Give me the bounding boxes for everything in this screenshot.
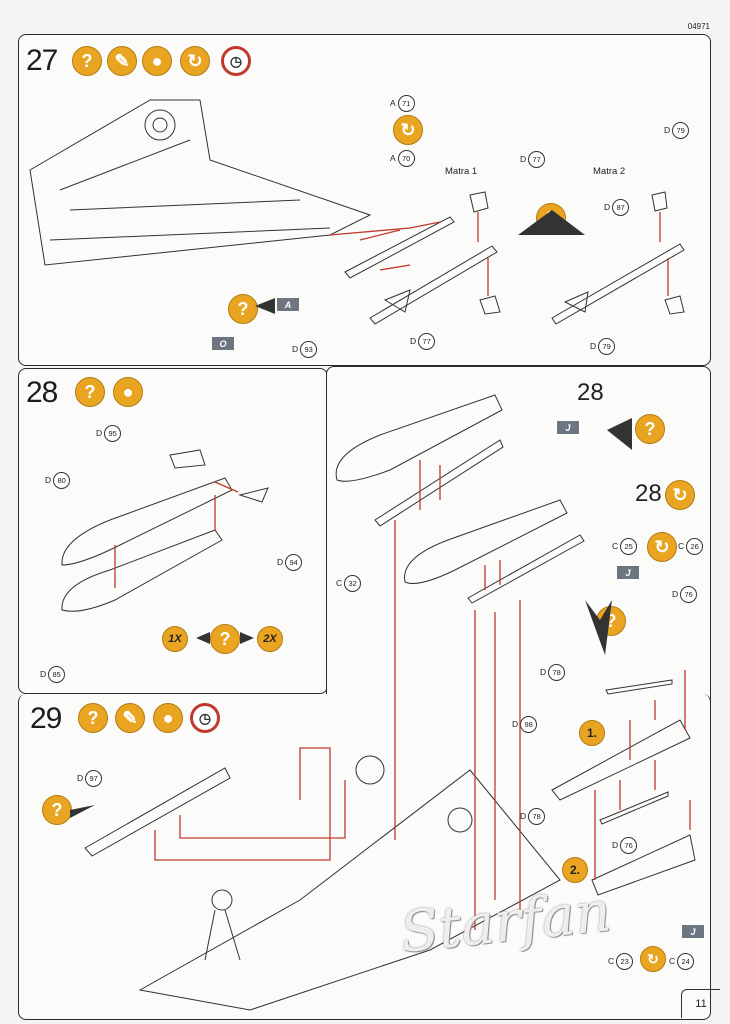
- step-27-number: 27: [26, 44, 58, 77]
- flag-o: O: [212, 337, 234, 350]
- question-icon: ?: [72, 46, 102, 76]
- sub-step-label-top: 28: [577, 379, 604, 406]
- sub-step-1-badge: 1.: [579, 720, 605, 746]
- rotate-icon: ↻: [665, 480, 695, 510]
- question-icon: ?: [75, 377, 105, 407]
- paint-brush-icon: ✎: [115, 703, 145, 733]
- step-29-number: 29: [30, 702, 62, 735]
- flag-j-mid: J: [617, 566, 639, 579]
- step-28-number: 28: [26, 376, 58, 409]
- step-27-panel: [18, 34, 711, 366]
- sub-step-label-mid: 28: [635, 480, 662, 507]
- glue-icon: ●: [153, 703, 183, 733]
- question-icon: ?: [228, 294, 258, 324]
- rotate-icon: ↻: [180, 46, 210, 76]
- glue-icon: ●: [142, 46, 172, 76]
- flag-j-bottom: J: [682, 925, 704, 938]
- page-number: 11: [681, 989, 720, 1018]
- rotate-icon: ↻: [640, 946, 666, 972]
- clock-icon: ◷: [221, 46, 251, 76]
- question-icon: ?: [210, 624, 240, 654]
- clock-icon: ◷: [190, 703, 220, 733]
- kit-code: 04971: [687, 22, 710, 31]
- paint-brush-icon: ✎: [107, 46, 137, 76]
- multiplier-1x: 1X: [162, 626, 188, 652]
- flag-j-top: J: [557, 421, 579, 434]
- glue-icon: ●: [113, 377, 143, 407]
- rotate-icon: ↻: [647, 532, 677, 562]
- sub-step-2-badge: 2.: [562, 857, 588, 883]
- rotate-icon: ↻: [393, 115, 423, 145]
- question-icon: ?: [78, 703, 108, 733]
- variant-label-matra2: Matra 2: [593, 166, 626, 177]
- multiplier-2x: 2X: [257, 626, 283, 652]
- question-icon: ?: [635, 414, 665, 444]
- variant-label-matra1: Matra 1: [445, 166, 478, 177]
- flag-a: A: [277, 298, 299, 311]
